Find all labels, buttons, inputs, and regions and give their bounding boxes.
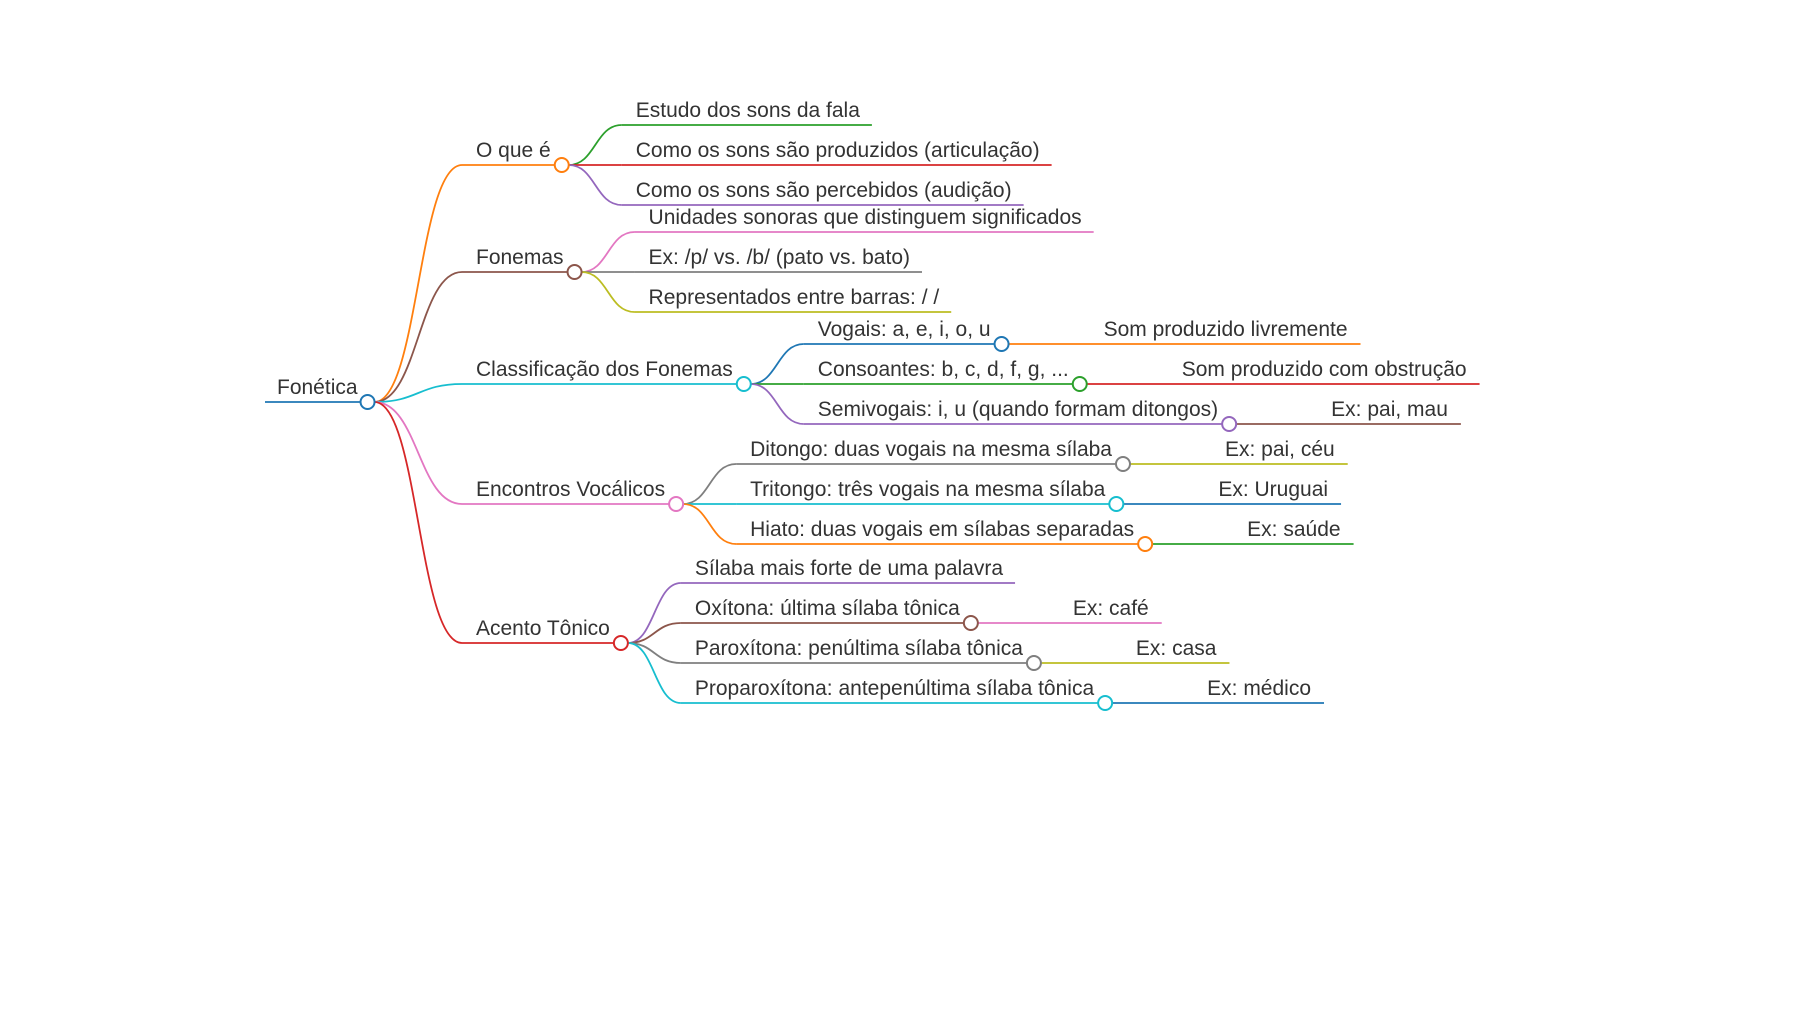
root-node-label: Fonética xyxy=(277,376,358,399)
child-toggle[interactable] xyxy=(1114,456,1131,472)
child-connector xyxy=(750,383,804,425)
branch-label: Encontros Vocálicos xyxy=(476,478,665,501)
grandchild-label: Ex: saúde xyxy=(1247,518,1340,541)
child-label: Paroxítona: penúltima sílaba tônica xyxy=(695,637,1023,660)
branch-toggle[interactable] xyxy=(566,264,583,280)
branch-connector xyxy=(374,401,463,505)
child-label: Oxítona: última sílaba tônica xyxy=(695,597,960,620)
child-connector xyxy=(581,231,635,273)
child-connector xyxy=(581,271,635,313)
child-connector xyxy=(683,503,737,545)
branch-toggle[interactable] xyxy=(668,496,685,512)
root-toggle[interactable] xyxy=(359,394,376,410)
branch-connector xyxy=(374,401,463,644)
branch-toggle[interactable] xyxy=(735,376,752,392)
child-toggle[interactable] xyxy=(1221,416,1238,432)
child-label: Ditongo: duas vogais na mesma sílaba xyxy=(750,438,1112,461)
grandchild-label: Ex: café xyxy=(1073,597,1149,620)
child-connector xyxy=(568,164,622,206)
grandchild-label: Som produzido com obstrução xyxy=(1182,358,1467,381)
child-label: Sílaba mais forte de uma palavra xyxy=(695,557,1003,580)
child-label: Como os sons são produzidos (articulação… xyxy=(636,139,1040,162)
child-label: Consoantes: b, c, d, f, g, ... xyxy=(818,358,1069,381)
child-toggle[interactable] xyxy=(1071,376,1088,392)
grandchild-label: Ex: casa xyxy=(1136,637,1217,660)
branch-toggle[interactable] xyxy=(612,635,629,651)
branch-connector xyxy=(374,164,463,403)
child-connector xyxy=(627,582,681,644)
child-label: Vogais: a, e, i, o, u xyxy=(818,318,991,341)
child-connector xyxy=(750,343,804,385)
grandchild-label: Ex: Uruguai xyxy=(1218,478,1328,501)
child-label: Unidades sonoras que distinguem signific… xyxy=(649,206,1082,229)
child-label: Hiato: duas vogais em sílabas separadas xyxy=(750,518,1134,541)
grandchild-label: Ex: pai, céu xyxy=(1225,438,1335,461)
child-label: Tritongo: três vogais na mesma sílaba xyxy=(750,478,1106,501)
grandchild-label: Ex: pai, mau xyxy=(1331,398,1448,421)
child-toggle[interactable] xyxy=(962,615,979,631)
child-label: Semivogais: i, u (quando formam ditongos… xyxy=(818,398,1218,421)
grandchild-label: Som produzido livremente xyxy=(1104,318,1348,341)
branch-connector xyxy=(374,383,463,403)
child-toggle[interactable] xyxy=(1108,496,1125,512)
child-connector xyxy=(568,124,622,166)
branch-connector xyxy=(374,271,463,403)
child-toggle[interactable] xyxy=(993,336,1010,352)
grandchild-label: Ex: médico xyxy=(1207,677,1311,700)
child-toggle[interactable] xyxy=(1097,695,1114,711)
child-label: Proparoxítona: antepenúltima sílaba tôni… xyxy=(695,677,1095,700)
branch-label: Fonemas xyxy=(476,246,564,269)
child-label: Como os sons são percebidos (audição) xyxy=(636,179,1012,202)
child-toggle[interactable] xyxy=(1137,536,1154,552)
branch-label: Acento Tônico xyxy=(476,617,610,640)
child-toggle[interactable] xyxy=(1025,655,1042,671)
child-label: Estudo dos sons da fala xyxy=(636,99,860,122)
child-connector xyxy=(627,622,681,644)
child-label: Ex: /p/ vs. /b/ (pato vs. bato) xyxy=(649,246,910,269)
branch-label: Classificação dos Fonemas xyxy=(476,358,733,381)
child-connector xyxy=(627,642,681,704)
child-connector xyxy=(683,463,737,505)
branch-label: O que é xyxy=(476,139,551,162)
branch-toggle[interactable] xyxy=(553,157,570,173)
child-label: Representados entre barras: / / xyxy=(649,286,940,309)
